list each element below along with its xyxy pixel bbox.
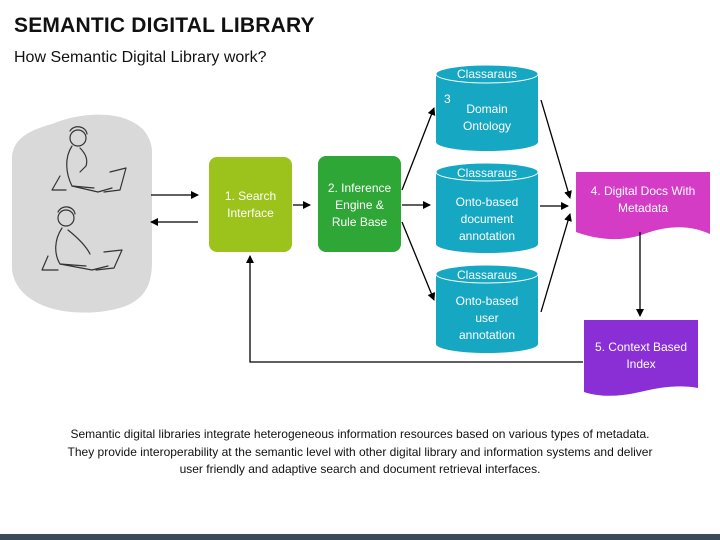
ontology-cylinder-header: Classaraus	[456, 67, 518, 81]
description-caption: Semantic digital libraries integrate het…	[67, 427, 653, 476]
doc-annotation-cylinder-header: Classaraus	[456, 166, 518, 180]
onto-doc-annotation-cylinder	[435, 162, 539, 253]
ontology-number-label: 3	[444, 92, 451, 106]
inference-engine-label: 2. Inference Engine & Rule Base	[327, 180, 392, 229]
user-at-laptop-icon	[41, 206, 123, 271]
footer-bar	[0, 534, 720, 540]
digital-docs-label: 4. Digital Docs With Metadata	[590, 184, 696, 215]
arrow-inference-to-ontology	[401, 107, 436, 191]
inference-engine-box	[318, 156, 401, 252]
context-index-box	[584, 320, 698, 396]
arrow-inference-to-user-annotation	[401, 221, 436, 301]
page-title: SEMANTIC DIGITAL LIBRARY	[14, 14, 315, 37]
user-at-laptop-icon	[51, 126, 127, 193]
onto-user-annotation-cylinder	[435, 264, 539, 353]
arrow-user-annotation-to-docs	[540, 213, 572, 313]
search-interface-label: 1. Search Interface	[224, 189, 277, 220]
page-subtitle: How Semantic Digital Library work?	[14, 49, 267, 66]
context-index-label: 5. Context Based Index	[594, 340, 688, 371]
digital-docs-box	[576, 172, 710, 240]
search-interface-box	[209, 157, 292, 252]
domain-ontology-cylinder	[435, 64, 539, 151]
doc-annotation-label: Onto-based document annotation	[455, 194, 519, 243]
user-annotation-label: Onto-based user annotation	[455, 293, 519, 342]
user-annotation-cylinder-header: Classaraus	[456, 268, 518, 282]
domain-ontology-label: Domain Ontology	[462, 102, 512, 133]
users-blob	[12, 114, 152, 313]
arrow-ontology-to-docs	[540, 99, 572, 199]
arrow-index-to-search	[246, 255, 583, 363]
